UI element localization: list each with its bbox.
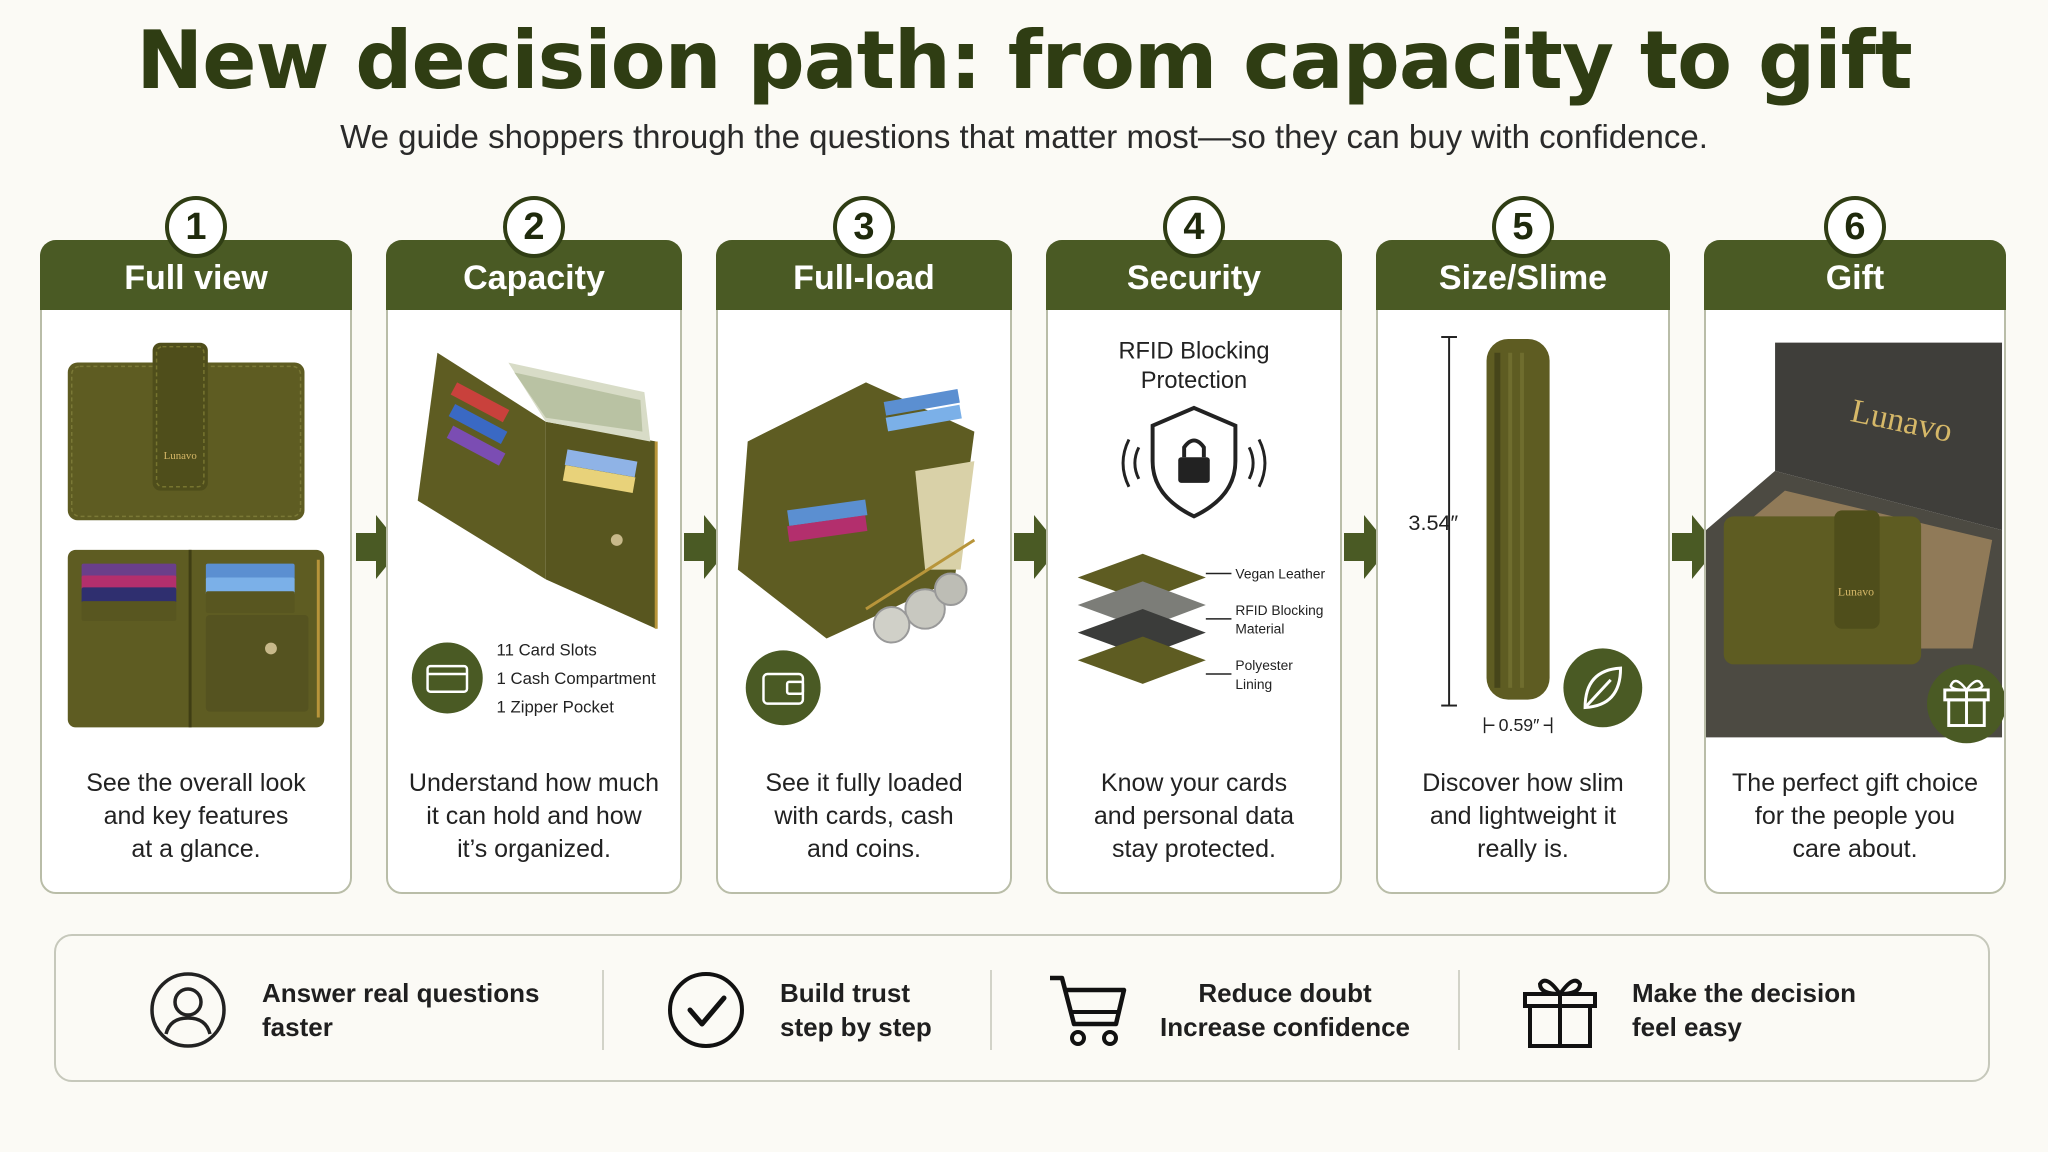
feature-card-slots: 11 Card Slots: [497, 640, 597, 659]
arrow-right-icon: [1344, 515, 1390, 579]
wallet-full-load-image: [728, 320, 1000, 760]
step-card-capacity: 2 Capacity 11 Card Slots 1 Cash Compartm…: [386, 196, 682, 894]
step-caption: Know your cards and personal data stay p…: [1093, 769, 1295, 863]
arrow-right-icon: [684, 515, 730, 579]
step-card-size: 5 Size/Slime 3.54″ 0.59″ Discover how sl…: [1376, 196, 1670, 894]
step-number-badge: 2: [503, 196, 565, 258]
check-circle-icon: [668, 972, 744, 1048]
benefit-text: Make the decision feel easy: [1632, 978, 1856, 1042]
step-caption: Discover how slim and lightweight it rea…: [1422, 769, 1624, 863]
step-number-badge: 3: [833, 196, 895, 258]
benefit-text: Answer real questions faster: [262, 978, 540, 1042]
step-number-badge: 5: [1492, 196, 1554, 258]
wallet-icon: [745, 650, 821, 726]
leaf-icon: [1563, 648, 1643, 728]
step-card-gift: 6 Gift Lunavo Lunavo The perfect gift ch…: [1704, 196, 2006, 894]
brand-logo: Lunavo: [1838, 584, 1874, 598]
thickness-dimension: 0.59″: [1499, 715, 1540, 735]
feature-cash-compartment: 1 Cash Compartment: [497, 669, 657, 688]
benefits-panel: Answer real questions faster Build trust…: [54, 934, 1990, 1082]
card-icon: [411, 642, 483, 714]
gift-icon: [1927, 664, 2006, 744]
brand-logo: Lunavo: [164, 450, 197, 462]
wallet-capacity-image: 11 Card Slots 1 Cash Compartment 1 Zippe…: [398, 320, 670, 760]
step-number-badge: 4: [1163, 196, 1225, 258]
height-dimension: 3.54″: [1408, 510, 1458, 535]
wallet-side-profile-image: 3.54″ 0.59″: [1388, 320, 1658, 760]
step-number-badge: 1: [165, 196, 227, 258]
step-card-full-view: 1 Full view Lunavo See the overall look …: [40, 196, 352, 894]
feature-zipper-pocket: 1 Zipper Pocket: [497, 697, 615, 716]
step-number-badge: 6: [1824, 196, 1886, 258]
benefit-answer-questions: Answer real questions faster: [148, 936, 539, 1084]
step-title: Security: [1046, 240, 1342, 310]
step-caption: See it fully loaded with cards, cash and…: [765, 769, 963, 863]
shield-lock-icon: [1121, 405, 1267, 519]
layer-label-vegan-leather: Vegan Leather: [1235, 566, 1325, 581]
divider: [990, 970, 992, 1050]
benefit-reduce-doubt: Reduce doubt Increase confidence: [1046, 936, 1410, 1084]
page-subtitle: We guide shoppers through the questions …: [340, 118, 1708, 155]
step-card-full-load: 3 Full-load See it fully loaded with car…: [716, 196, 1012, 894]
arrow-right-icon: [1014, 515, 1060, 579]
step-caption: The perfect gift choice for the people y…: [1732, 769, 1978, 863]
step-caption: Understand how much it can hold and how …: [408, 769, 660, 863]
gift-box-image: Lunavo Lunavo: [1706, 320, 2006, 760]
step-caption: See the overall look and key features at…: [86, 769, 306, 863]
wallet-front-and-open-image: Lunavo: [52, 320, 340, 760]
benefit-text: Reduce doubt Increase confidence: [1160, 978, 1410, 1042]
arrow-right-icon: [356, 515, 402, 579]
gift-icon: [1523, 978, 1597, 1048]
arrow-right-icon: [1672, 515, 1718, 579]
benefit-make-it-easy: Make the decision feel easy: [1522, 936, 1856, 1084]
divider: [1458, 970, 1460, 1050]
page-title: New decision path: from capacity to gift: [136, 14, 1912, 107]
cart-icon: [1050, 975, 1127, 1046]
benefit-text: Build trust step by step: [780, 978, 932, 1042]
user-icon: [150, 972, 226, 1048]
divider: [602, 970, 604, 1050]
benefit-build-trust: Build trust step by step: [666, 936, 932, 1084]
